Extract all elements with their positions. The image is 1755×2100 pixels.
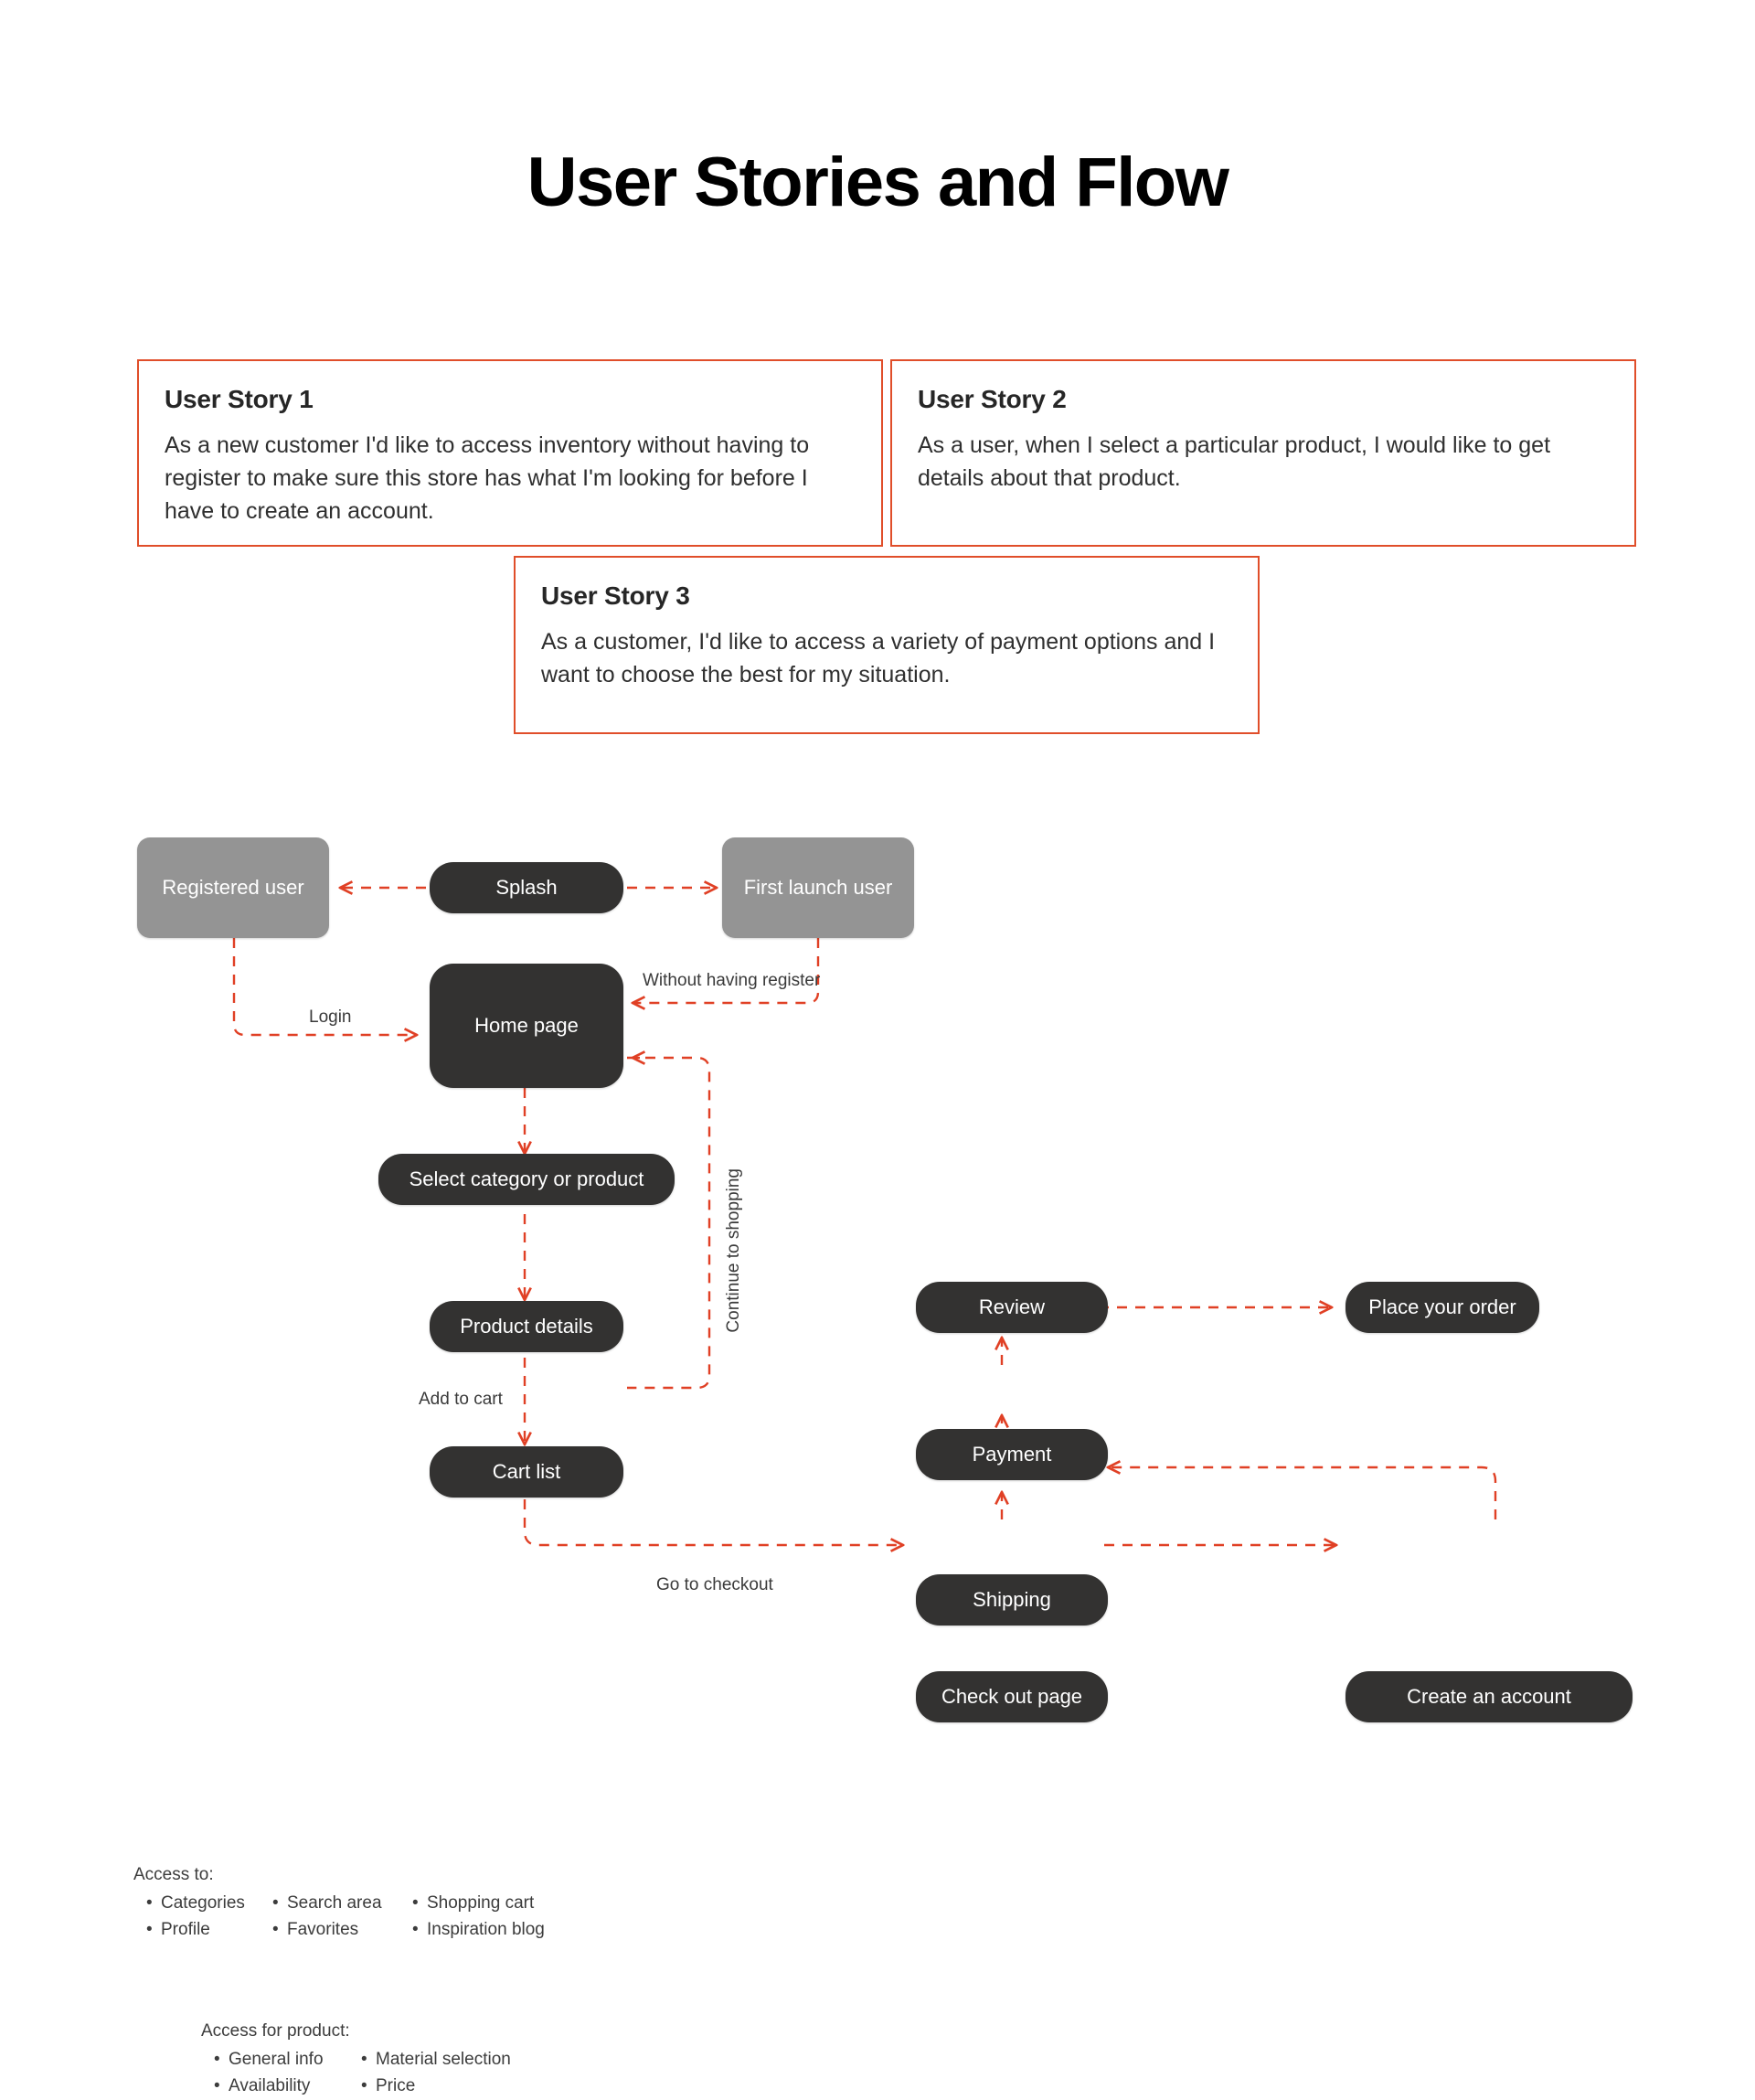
annotation-product-access: Access for product: General info Availab… — [201, 2021, 535, 2100]
annotation-item: Price — [361, 2073, 511, 2100]
node-label: Cart list — [492, 1459, 561, 1483]
annotation-title: Access to: — [133, 1865, 214, 1884]
flow-node-shipping[interactable]: Shipping — [916, 1574, 1108, 1626]
annotation-home-access: Access to: Categories Profile Search are… — [133, 1865, 569, 1944]
annotation-column: Search area Favorites — [272, 1891, 388, 1944]
flow-node-cart-list[interactable]: Cart list — [430, 1446, 623, 1498]
flow-node-payment[interactable]: Payment — [916, 1429, 1108, 1480]
flow-node-registered-user[interactable]: Registered user — [137, 837, 329, 938]
user-story-body: As a new customer I'd like to access inv… — [165, 432, 810, 524]
annotation-column: Material selection Price — [361, 2047, 511, 2100]
node-label: Place your order — [1368, 1295, 1516, 1318]
flow-node-home-page[interactable]: Home page — [430, 964, 623, 1088]
node-label: Create an account — [1407, 1684, 1571, 1708]
node-label: First launch user — [743, 875, 893, 899]
flow-node-select-category-or-product[interactable]: Select category or product — [378, 1154, 675, 1205]
annotation-item: Availability — [214, 2073, 337, 2100]
edge-label-add-to-cart: Add to cart — [419, 1390, 503, 1410]
flow-node-create-an-account[interactable]: Create an account — [1346, 1671, 1633, 1722]
annotation-item: Inspiration blog — [412, 1917, 545, 1944]
user-story-body: As a customer, I'd like to access a vari… — [541, 629, 1216, 688]
user-story-title: User Story 2 — [918, 385, 1067, 413]
page-title: User Stories and Flow — [526, 144, 1229, 221]
node-label: Review — [978, 1295, 1046, 1318]
annotation-column: Shopping cart Inspiration blog — [412, 1891, 545, 1944]
edge-label-login: Login — [309, 1007, 352, 1028]
node-label: Registered user — [162, 875, 304, 899]
edge-label-without-having-register: Without having register — [643, 971, 820, 991]
node-label: Payment — [972, 1442, 1052, 1466]
user-story-card-3: User Story 3 As a customer, I'd like to … — [514, 556, 1260, 734]
annotation-item: Material selection — [361, 2047, 511, 2073]
user-flow-diagram: Registered user Splash First launch user… — [0, 805, 1755, 2095]
user-story-title: User Story 1 — [165, 385, 314, 413]
flow-node-review[interactable]: Review — [916, 1282, 1108, 1333]
annotation-item: Profile — [146, 1917, 249, 1944]
edge-label-text: Without having register — [643, 971, 821, 990]
annotation-item: Search area — [272, 1891, 388, 1917]
edge-label-text: Continue to shopping — [724, 1168, 743, 1333]
edge-label-text: Add to cart — [419, 1390, 503, 1409]
node-label: Splash — [495, 875, 558, 899]
user-story-title: User Story 3 — [541, 581, 690, 610]
user-story-body: As a user, when I select a particular pr… — [918, 432, 1551, 491]
edge-label-text: Login — [309, 1007, 352, 1027]
node-label: Select category or product — [409, 1167, 644, 1190]
annotation-item: Categories — [146, 1891, 249, 1917]
flow-node-splash[interactable]: Splash — [430, 862, 623, 913]
user-story-card-2: User Story 2 As a user, when I select a … — [890, 359, 1636, 547]
flow-node-product-details[interactable]: Product details — [430, 1301, 623, 1352]
flow-node-first-launch-user[interactable]: First launch user — [722, 837, 914, 938]
edge-label-continue-to-shopping: Continue to shopping — [724, 1168, 744, 1333]
user-story-card-1: User Story 1 As a new customer I'd like … — [137, 359, 883, 547]
node-label: Home page — [474, 1013, 579, 1037]
node-label: Check out page — [941, 1684, 1083, 1708]
edge-label-text: Go to checkout — [656, 1575, 773, 1594]
annotation-item: Shopping cart — [412, 1891, 545, 1917]
flow-node-place-your-order[interactable]: Place your order — [1346, 1282, 1539, 1333]
annotation-column: Categories Profile — [146, 1891, 249, 1944]
annotation-item: Favorites — [272, 1917, 388, 1944]
flow-node-check-out-page[interactable]: Check out page — [916, 1671, 1108, 1722]
node-label: Shipping — [973, 1587, 1051, 1611]
node-label: Product details — [460, 1314, 593, 1338]
edge-label-go-to-checkout: Go to checkout — [656, 1575, 773, 1595]
annotation-title: Access for product: — [201, 2021, 350, 2041]
annotation-column: General info Availability — [214, 2047, 337, 2100]
flow-connectors — [232, 805, 1497, 1627]
annotation-item: General info — [214, 2047, 337, 2073]
